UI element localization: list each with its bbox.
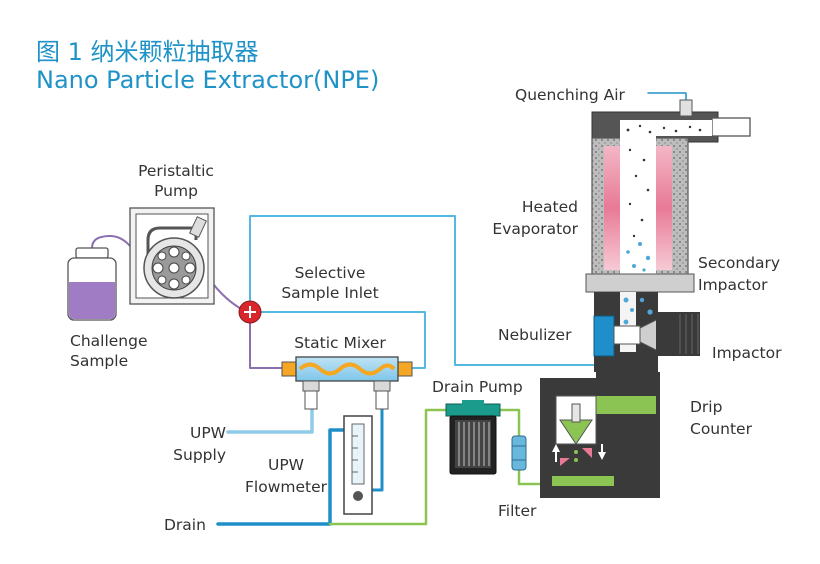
selective-inlet-valve	[238, 300, 262, 324]
label-secondary-impactor-2: Impactor	[698, 276, 768, 294]
labels: Peristaltic Pump Challenge Sample Select…	[70, 86, 782, 534]
label-upw-supply-2: Supply	[173, 446, 226, 464]
label-upw-supply-1: UPW	[190, 424, 226, 442]
sample-to-nebulizer-line	[249, 215, 596, 366]
label-static-mixer: Static Mixer	[294, 334, 386, 352]
label-impactor: Impactor	[712, 344, 782, 362]
label-secondary-impactor-1: Secondary	[698, 254, 780, 272]
label-upw-flowmeter-2: Flowmeter	[245, 478, 328, 496]
label-heated-evaporator-1: Heated	[522, 198, 578, 216]
label-heated-evaporator-2: Evaporator	[492, 220, 578, 238]
drain-line	[216, 428, 348, 526]
label-selective-inlet-1: Selective	[295, 264, 366, 282]
label-drain-pump: Drain Pump	[432, 378, 523, 396]
filter	[511, 435, 527, 471]
figure-title-en: Nano Particle Extractor(NPE)	[36, 66, 380, 94]
figure-title-zh: 图 1 纳米颗粒抽取器	[36, 38, 259, 66]
counter-body	[540, 292, 700, 498]
label-peristaltic-pump-2: Pump	[154, 182, 198, 200]
selective-inlet-line	[257, 311, 426, 369]
upw-supply-line	[226, 406, 314, 434]
label-drip-counter-1: Drip	[690, 398, 722, 416]
drain-pump-out-line	[498, 408, 521, 440]
upw-flowmeter	[343, 415, 373, 515]
heated-evaporator	[585, 99, 751, 293]
label-peristaltic-pump-1: Peristaltic	[138, 162, 214, 180]
drain-pump	[445, 400, 501, 475]
label-quenching-air: Quenching Air	[515, 86, 626, 104]
flowmeter-line	[370, 406, 384, 492]
label-selective-inlet-2: Sample Inlet	[281, 284, 378, 302]
static-mixer	[281, 356, 413, 410]
label-challenge-sample-2: Sample	[70, 352, 128, 370]
label-drain: Drain	[164, 516, 206, 534]
label-challenge-sample-1: Challenge	[70, 332, 148, 350]
label-nebulizer: Nebulizer	[498, 326, 572, 344]
label-drip-counter-2: Counter	[690, 420, 753, 438]
label-filter: Filter	[498, 502, 537, 520]
inlet-to-mixer-line	[249, 321, 283, 369]
piping	[91, 92, 690, 526]
drain-pump-line	[328, 408, 450, 526]
challenge-sample-bottle	[67, 247, 117, 321]
label-upw-flowmeter-1: UPW	[268, 456, 304, 474]
peristaltic-pump	[129, 207, 215, 305]
